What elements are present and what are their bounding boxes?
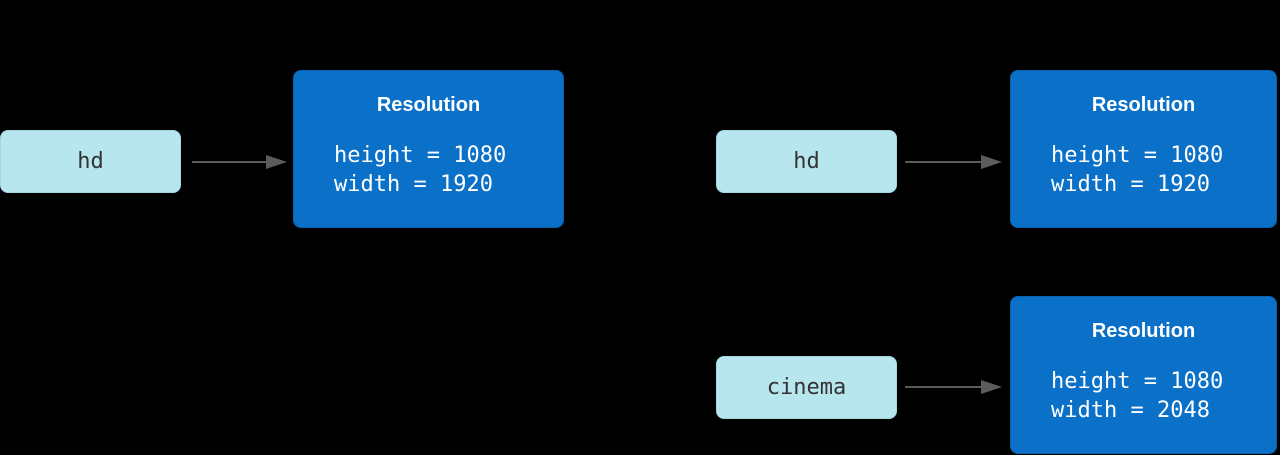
resolution-title: Resolution — [1091, 320, 1196, 342]
resolution-title: Resolution — [376, 94, 481, 116]
arrow-right-icon — [192, 155, 287, 169]
input-node-hd: hd — [716, 130, 897, 193]
resolution-fields: height = 1080 width = 1920 — [1011, 141, 1276, 199]
input-node-label: hd — [793, 149, 820, 174]
resolution-fields: height = 1080 width = 2048 — [1011, 367, 1276, 425]
input-node-hd: hd — [0, 130, 181, 193]
input-node-label: hd — [77, 149, 104, 174]
resolution-field-height: height = 1080 — [1051, 143, 1224, 168]
resolution-fields: height = 1080 width = 1920 — [294, 141, 563, 199]
resolution-field-height: height = 1080 — [1051, 369, 1224, 394]
resolution-field-width: width = 1920 — [334, 172, 493, 197]
resolution-field-width: width = 2048 — [1051, 398, 1210, 423]
resolution-field-width: width = 1920 — [1051, 172, 1210, 197]
resolution-node: Resolution height = 1080 width = 2048 — [1010, 296, 1277, 454]
input-node-cinema: cinema — [716, 356, 897, 419]
resolution-field-height: height = 1080 — [334, 143, 507, 168]
resolution-node: Resolution height = 1080 width = 1920 — [293, 70, 564, 228]
arrow-right-icon — [905, 380, 1002, 394]
resolution-node: Resolution height = 1080 width = 1920 — [1010, 70, 1277, 228]
arrow-right-icon — [905, 155, 1002, 169]
input-node-label: cinema — [766, 375, 847, 400]
resolution-title: Resolution — [1091, 94, 1196, 116]
